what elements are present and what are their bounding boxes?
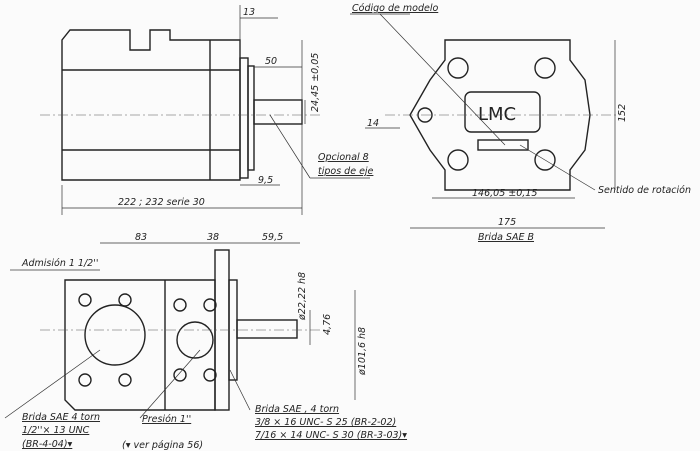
dim-101: ø101,6 h8 bbox=[357, 327, 368, 376]
dim-14: 14 bbox=[367, 118, 379, 129]
inlet-label: Admisión 1 1/2'' bbox=[21, 258, 98, 269]
front-view: LMC Código de modelo 14 152 146,05 ±0,15… bbox=[350, 3, 691, 243]
dim-13: 13 bbox=[243, 7, 255, 18]
pressure-label: Presión 1'' bbox=[142, 414, 191, 425]
dim-175: 175 bbox=[498, 217, 516, 228]
dim-22: ø22,22 h8 bbox=[297, 272, 308, 321]
model-code-label: Código de modelo bbox=[352, 3, 438, 14]
side-view-top: 13 50 24,45 ±0,05 9,5 222 ; 232 serie 30… bbox=[40, 5, 374, 215]
inlet-flange-thread: 1/2''× 13 UNC bbox=[22, 425, 90, 436]
inlet-flange-code: (BR-4-04)▾ bbox=[22, 439, 73, 450]
dim-50: 50 bbox=[265, 56, 277, 67]
shaft-note-2: tipos de eje bbox=[318, 166, 374, 177]
side-view-bottom: 83 38 59,5 Admisión 1 1/2'' ø22,22 h8 4,… bbox=[4, 232, 407, 451]
dim-83: 83 bbox=[135, 232, 147, 243]
lmc-logo: LMC bbox=[478, 104, 516, 125]
dim-length: 222 ; 232 serie 30 bbox=[118, 197, 205, 208]
dim-146: 146,05 ±0,15 bbox=[472, 188, 537, 199]
page-reference: (▾ ver página 56) bbox=[122, 440, 203, 451]
inlet-flange-label: Brida SAE 4 torn bbox=[22, 412, 100, 423]
shaft-note: Opcional 8 bbox=[318, 152, 369, 163]
dim-4-76: 4,76 bbox=[322, 314, 333, 335]
outlet-flange-s30: 7/16 × 14 UNC- S 30 (BR-3-03)▾ bbox=[255, 430, 407, 441]
outlet-flange-s25: 3/8 × 16 UNC- S 25 (BR-2-02) bbox=[255, 417, 396, 428]
dim-9-5: 9,5 bbox=[258, 175, 273, 186]
dim-59-5: 59,5 bbox=[262, 232, 283, 243]
rotation-label: Sentido de rotación bbox=[598, 185, 691, 196]
dim-shaft-height: 24,45 ±0,05 bbox=[310, 53, 321, 112]
outlet-flange-label: Brida SAE , 4 torn bbox=[255, 404, 339, 415]
flange-label: Brida SAE B bbox=[478, 232, 534, 243]
dim-152: 152 bbox=[617, 104, 628, 122]
dim-38: 38 bbox=[207, 232, 219, 243]
